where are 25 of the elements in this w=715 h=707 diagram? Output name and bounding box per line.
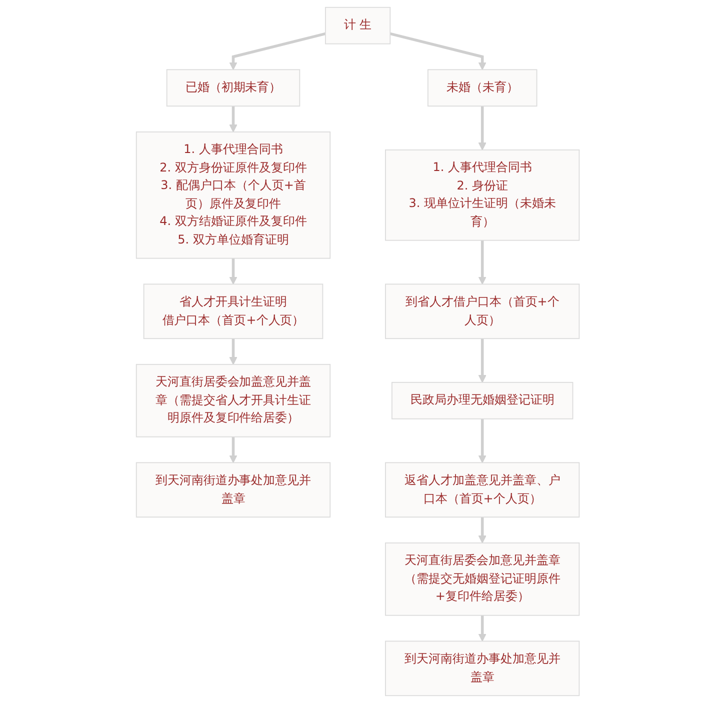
process-box: 1. 人事代理合同书 2. 身份证 3. 现单位计生证明（未婚未育） (384, 149, 580, 241)
arrow (478, 338, 486, 383)
process-box: 天河直街居委会加盖意见并盖章（需提交省人才开具计生证明原件及复印件给居委） (136, 364, 330, 438)
arrow (228, 32, 326, 70)
arrow (228, 338, 238, 365)
arrow (228, 436, 238, 464)
process-box: 未婚（未育） (427, 69, 537, 107)
arrow (478, 240, 486, 285)
arrow (478, 517, 486, 544)
process-box: 计 生 (324, 6, 390, 44)
process-box: 省人才开具计生证明 借户口本（首页+个人页） (143, 284, 323, 340)
process-box: 到天河南街道办事处加意见并盖章 (136, 462, 330, 518)
arrow (478, 418, 486, 464)
arrow (390, 32, 486, 70)
arrow (478, 106, 486, 150)
arrow (478, 615, 486, 642)
process-box: 到省人才借户口本（首页+个人页） (384, 284, 580, 340)
process-box: 到天河南街道办事处加意见并盖章 (384, 640, 580, 696)
process-box: 民政局办理无婚姻登记证明 (391, 382, 573, 420)
process-box: 已婚（初期未育） (166, 69, 300, 107)
arrow (228, 258, 238, 285)
arrow (228, 106, 238, 132)
process-box: 返省人才加盖意见并盖章、户口本（首页+个人页） (384, 462, 580, 518)
process-box: 天河直街居委会加意见并盖章（需提交无婚姻登记证明原件+复印件给居委） (384, 542, 580, 616)
process-box: 1. 人事代理合同书 2. 双方身份证原件及复印件 3. 配偶户口本（个人页+首页）原件及复印件 4. 双方结婚证原件及复印件 5. 双方单位婚育证明 (136, 131, 330, 259)
